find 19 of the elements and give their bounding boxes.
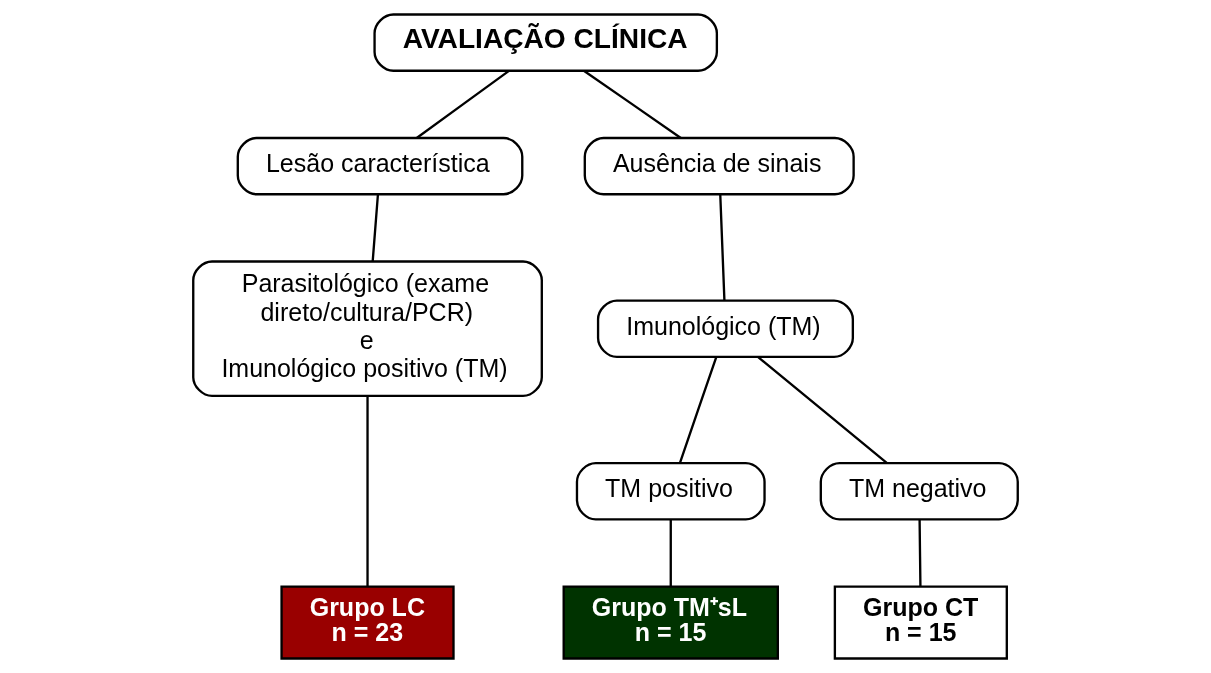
connector (669, 520, 672, 587)
node-box: Grupo LC n = 23 (280, 585, 455, 660)
node-box: Parasitológico (exame direto/cultura/PCR) e Imunológico positivo (TM) (192, 260, 543, 398)
connector (918, 519, 922, 587)
connector (678, 356, 718, 464)
connector (371, 194, 380, 262)
node-box: Grupo CT n = 15 (833, 585, 1008, 660)
node-box: Lesão característica (236, 136, 524, 196)
connector (366, 396, 369, 587)
node-box: Ausência de sinais (583, 136, 855, 196)
connector (583, 69, 682, 139)
connector (416, 70, 510, 139)
node-box: TM positivo (575, 461, 766, 521)
node-box: AVALIAÇÃO CLÍNICA (373, 13, 719, 72)
node-box: Grupo TM⁺sL n = 15 (562, 585, 779, 660)
connector (757, 356, 888, 464)
node-box: TM negativo (819, 461, 1019, 521)
connector (719, 194, 726, 301)
node-box: Imunológico (TM) (596, 299, 854, 358)
